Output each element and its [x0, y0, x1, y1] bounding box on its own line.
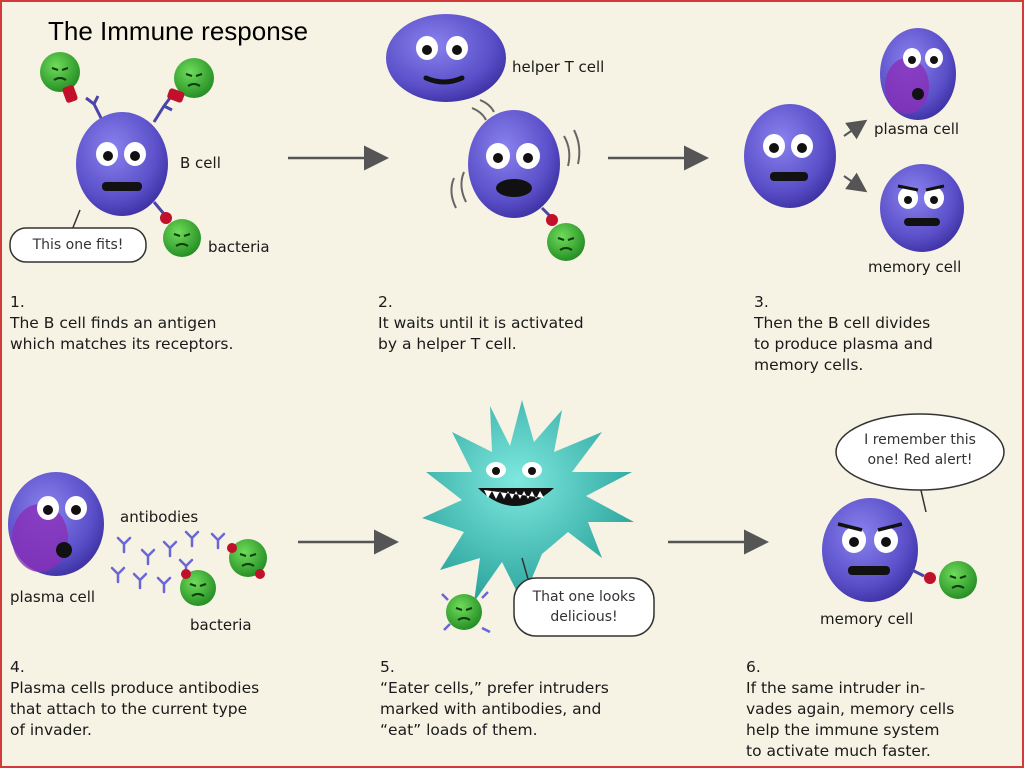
step-5: 5. “Eater cells,” prefer intruders marke…: [380, 657, 609, 741]
memory-cell-large: [822, 498, 918, 602]
label-bacteria-1: bacteria: [208, 238, 270, 256]
step-6-line-2: vades again, memory cells: [746, 700, 955, 718]
b-cell-receptor-right: [152, 97, 173, 123]
arrow-to-memory-cell: [843, 172, 868, 193]
step-6-number: 6.: [746, 658, 761, 676]
step-1-line-2: which matches its receptors.: [10, 335, 234, 353]
bubble-text-memory-line1: I remember this: [864, 432, 976, 448]
label-plasma-cell-2: plasma cell: [10, 588, 96, 606]
label-bacteria-2: bacteria: [190, 616, 252, 634]
step-3: 3. Then the B cell divides to produce pl…: [754, 292, 933, 376]
bubble-text-eater-line2: delicious!: [550, 609, 618, 625]
label-antibodies: antibodies: [120, 508, 199, 526]
step-5-line-3: “eat” loads of them.: [380, 721, 538, 739]
bacteria-panel-4-a: [227, 539, 267, 579]
step-2-line-2: by a helper T cell.: [378, 335, 517, 353]
bacteria-panel-5: [441, 591, 491, 634]
step-6-line-4: to activate much faster.: [746, 742, 931, 760]
step-1-line-1: The B cell finds an antigen: [10, 314, 217, 332]
memory-cell-small: [880, 164, 964, 252]
label-memory-cell-1: memory cell: [868, 258, 962, 276]
step-6-line-1: If the same intruder in-: [746, 679, 926, 697]
bacteria-panel-2: [540, 206, 585, 261]
step-4-line-1: Plasma cells produce antibodies: [10, 679, 260, 697]
step-3-line-3: memory cells.: [754, 356, 864, 374]
step-5-line-1: “Eater cells,” prefer intruders: [380, 679, 609, 697]
step-3-line-2: to produce plasma and: [754, 335, 933, 353]
label-helper-t-cell: helper T cell: [512, 58, 605, 76]
arrow-to-plasma-cell: [843, 119, 868, 140]
step-1-number: 1.: [10, 293, 25, 311]
step-3-line-1: Then the B cell divides: [754, 314, 931, 332]
step-2-line-1: It waits until it is activated: [378, 314, 584, 332]
step-5-line-2: marked with antibodies, and: [380, 700, 602, 718]
plasma-cell-large: [8, 472, 104, 576]
b-cell-receptor-left: [85, 95, 104, 121]
activation-lines: [450, 99, 581, 209]
label-b-cell: B cell: [180, 154, 221, 172]
bubble-text-eater-line1: That one looks: [532, 589, 636, 605]
helper-t-cell: [386, 14, 506, 102]
eater-cell: [422, 400, 634, 602]
label-plasma-cell-1: plasma cell: [874, 120, 960, 138]
step-1: 1. The B cell finds an antigen which mat…: [10, 292, 233, 355]
speech-bubble-eater: [513, 557, 655, 637]
step-4-number: 4.: [10, 658, 25, 676]
step-6-line-3: help the immune system: [746, 721, 940, 739]
bacteria-panel-6: [911, 561, 977, 599]
label-memory-cell-2: memory cell: [820, 610, 914, 628]
step-2: 2. It waits until it is activated by a h…: [378, 292, 584, 355]
dividing-b-cell: [744, 104, 836, 208]
bacteria-bound: [152, 201, 201, 257]
bacteria-top-right: [167, 58, 214, 103]
bacteria-panel-4-b: [180, 569, 216, 606]
step-3-number: 3.: [754, 293, 769, 311]
step-2-number: 2.: [378, 293, 393, 311]
step-6: 6. If the same intruder in- vades again,…: [746, 657, 954, 762]
speech-bubble-memory: [835, 413, 1005, 513]
bacteria-top-left: [40, 52, 80, 103]
activated-b-cell: [468, 110, 560, 218]
bubble-text-memory-line2: one! Red alert!: [867, 452, 973, 468]
step-4-line-3: of invader.: [10, 721, 92, 739]
b-cell: [76, 112, 168, 216]
bubble-text-b-cell: This one fits!: [32, 237, 124, 253]
speech-bubble-b-cell: [9, 209, 147, 263]
page-title: The Immune response: [48, 16, 309, 46]
step-5-number: 5.: [380, 658, 395, 676]
step-4: 4. Plasma cells produce antibodies that …: [10, 657, 259, 741]
step-4-line-2: that attach to the current type: [10, 700, 248, 718]
plasma-cell-small: [880, 28, 956, 120]
